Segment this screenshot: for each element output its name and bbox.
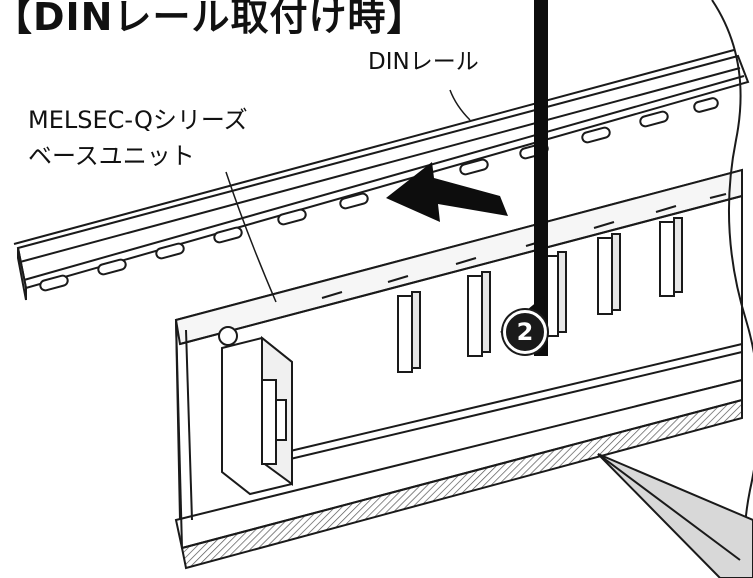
base-unit-label-line2: ベースユニット <box>28 142 195 170</box>
connectors <box>397 217 683 373</box>
leader-lines <box>225 89 471 303</box>
base-unit-label-line1: MELSEC-Qシリーズ <box>28 106 248 134</box>
figure-title: 【DINレール取付け時】 <box>0 0 426 39</box>
slide-arrow <box>386 162 508 222</box>
din-rail <box>13 49 750 301</box>
step-number-badge: 2 <box>503 310 547 354</box>
din-rail-label: DINレール <box>368 49 479 75</box>
din-rail-slots <box>39 97 719 292</box>
cut-edge <box>711 0 753 578</box>
screwdriver <box>597 453 753 578</box>
power-module <box>218 326 293 496</box>
